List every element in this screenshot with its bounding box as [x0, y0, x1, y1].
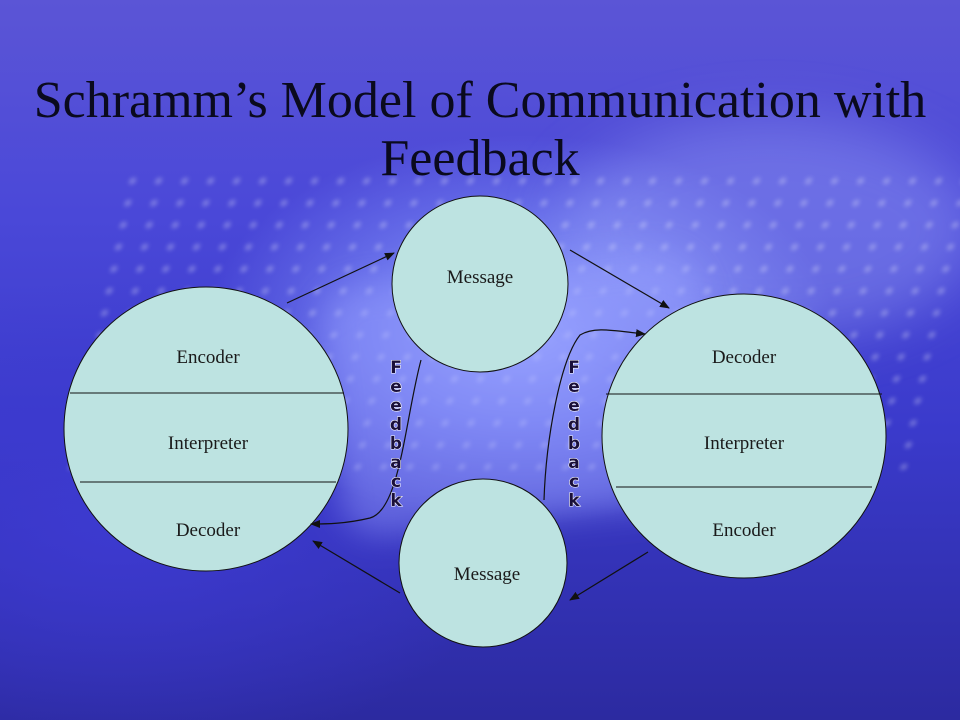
message-top-node: Message [391, 195, 569, 373]
message-bottom-label: Message [454, 564, 520, 585]
left-decoder-label: Decoder [176, 520, 241, 541]
message-bottom-circle [398, 478, 568, 648]
arrow-message-to-right [569, 249, 670, 309]
feedback-left-letter: e [390, 377, 402, 397]
feedback-right-letter: a [568, 453, 579, 473]
message-top-circle [391, 195, 569, 373]
arrow-right-to-message [569, 551, 649, 601]
feedback-right-letter: d [568, 415, 580, 435]
right-communicator: Decoder Interpreter Encoder [601, 293, 887, 579]
left-encoder-label: Encoder [176, 347, 240, 368]
feedback-curve-right [543, 329, 646, 501]
left-interpreter-label: Interpreter [168, 433, 249, 454]
feedback-right-letter: k [568, 491, 580, 511]
feedback-left-letter: c [391, 472, 401, 492]
feedback-label-right: F e e d b a c k [567, 357, 581, 511]
feedback-right-letter: e [568, 396, 580, 416]
left-circle [63, 286, 349, 572]
feedback-right-letter: b [568, 434, 580, 454]
feedback-left-letter: b [390, 434, 402, 454]
feedback-left-letter: e [390, 396, 402, 416]
feedback-label-left: F e e d b a c k [389, 357, 403, 511]
feedback-right-letter: c [569, 472, 579, 492]
right-encoder-label: Encoder [712, 520, 776, 541]
right-decoder-label: Decoder [712, 347, 777, 368]
feedback-left-letter: d [390, 415, 402, 435]
right-circle [601, 293, 887, 579]
arrow-message-to-left [312, 540, 401, 594]
feedback-left-letter: a [390, 453, 401, 473]
feedback-right-letter: e [568, 377, 580, 397]
feedback-curve-left [310, 359, 422, 528]
left-communicator: Encoder Interpreter Decoder [63, 286, 349, 572]
message-bottom-node: Message [398, 478, 568, 648]
feedback-right-letter: F [568, 358, 580, 378]
arrow-left-to-message [286, 252, 395, 304]
slide-title: Schramm’s Model of Communication with Fe… [33, 72, 927, 187]
feedback-left-letter: k [390, 491, 402, 511]
right-interpreter-label: Interpreter [704, 433, 785, 454]
message-top-label: Message [447, 267, 513, 288]
feedback-left-letter: F [390, 358, 402, 378]
